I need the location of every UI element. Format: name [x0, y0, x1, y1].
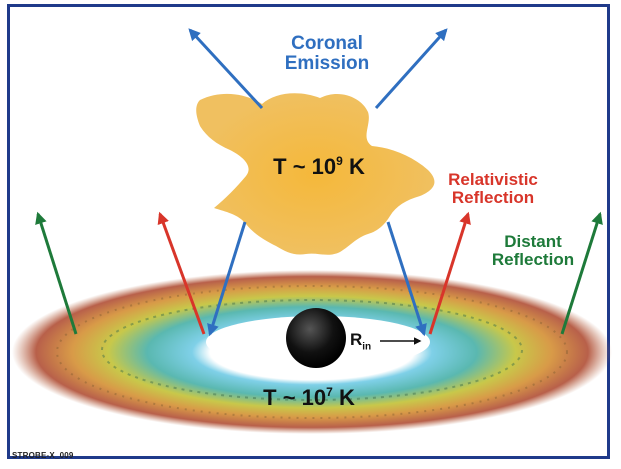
disk-temp-exponent: 7	[326, 385, 333, 399]
coronal-arrow-left	[188, 28, 264, 110]
disk-texture-ring-outer	[56, 285, 568, 419]
disk-temp-prefix: T ~ 10	[263, 385, 327, 410]
relativistic-reflection-line1: Relativistic	[448, 170, 538, 189]
coronal-arrow-down-left	[207, 221, 247, 337]
inner-radius-label: Rin	[350, 331, 371, 353]
disk-temperature-label: T ~ 107 K	[244, 386, 374, 409]
corona-cloud	[196, 93, 435, 255]
relativistic-reflection-line2: Reflection	[451, 187, 535, 207]
coronal-arrow-down-right	[386, 221, 427, 337]
coronal-emission-line2: Emission	[284, 52, 370, 74]
rin-subscript: in	[362, 341, 372, 353]
relativistic-arrow-right	[428, 211, 471, 335]
corona-temperature-label: T ~ 109 K	[254, 155, 384, 178]
figure-id: STROBE-X_009	[12, 451, 74, 460]
relativistic-reflection-label: Relativistic Reflection	[418, 171, 568, 207]
disk-texture-ring	[101, 299, 523, 401]
distant-arrow-left	[35, 211, 78, 335]
corona-temp-exponent: 9	[336, 154, 343, 168]
distant-arrow-right	[560, 211, 603, 335]
black-hole	[286, 308, 346, 368]
distant-reflection-line2: Reflection	[491, 249, 575, 269]
coronal-arrow-right	[374, 28, 448, 110]
distant-reflection-line1: Distant	[504, 232, 562, 251]
corona-temp-unit: K	[342, 154, 365, 179]
coronal-emission-line1: Coronal	[291, 33, 363, 54]
relativistic-arrow-left	[157, 211, 206, 335]
rin-main: R	[350, 330, 363, 349]
disk-temp-unit: K	[332, 385, 355, 410]
distant-reflection-label: Distant Reflection	[478, 233, 588, 269]
corona-temp-prefix: T ~ 10	[273, 154, 337, 179]
coronal-emission-label: Coronal Emission	[262, 34, 392, 74]
